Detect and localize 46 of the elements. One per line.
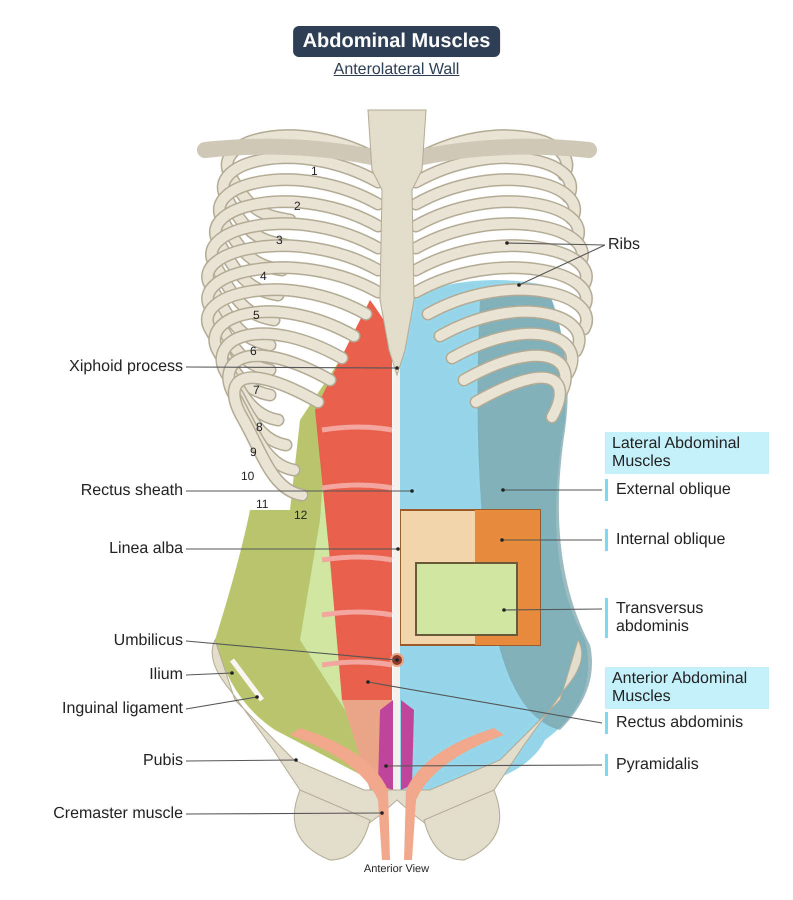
leader-line [366,680,602,724]
rib-number: 8 [256,420,263,434]
leader-line [186,758,298,762]
leader-line [505,241,606,246]
leader-line [186,640,399,662]
leader-line [186,671,234,676]
anatomy-label: Transversus abdominis [605,598,766,638]
leader-line [384,764,602,768]
rib-number: 7 [253,383,260,397]
anatomy-label: Ilium [149,666,183,684]
group-heading: Lateral Abdominal Muscles [605,432,769,474]
anatomy-label: Cremaster muscle [53,805,183,823]
rib-number: 12 [294,508,308,522]
anatomy-label: Linea alba [109,540,183,558]
leader-line [501,488,602,492]
rib-number: 5 [253,308,260,322]
anatomy-label: Internal oblique [605,529,766,551]
anatomy-label: Umbilicus [114,632,183,650]
anatomy-label: Pubis [142,752,183,770]
leader-line [186,547,400,551]
rib-number: 4 [260,269,267,283]
leader-line [517,244,606,287]
rib-number: 9 [250,445,257,459]
leader-line [502,608,602,612]
leader-line [186,489,414,493]
rib-number: 11 [256,497,268,511]
anatomy-label: Rectus sheath [80,482,183,500]
anatomy-label: External oblique [605,479,766,501]
leader-line [500,538,602,542]
anatomy-label: Xiphoid process [69,358,183,376]
caption: Anterior View [364,863,430,875]
anatomy-label: Rectus abdominis [605,712,766,734]
leader-line [186,366,399,370]
rib-number: 6 [250,344,257,358]
rib-number: 1 [311,164,318,178]
anatomy-label: Ribs [608,234,640,256]
group-heading: Anterior Abdominal Muscles [605,667,769,709]
rib-number: 3 [276,233,283,247]
anatomy-label: Inguinal ligament [62,700,183,718]
leader-line [186,811,384,815]
anatomy-label: Pyramidalis [605,754,766,776]
subtitle: Anterolateral Wall [334,61,460,79]
title-banner: Abdominal Muscles [292,26,500,57]
rib-number: 10 [241,469,254,483]
rib-number: 2 [294,199,301,213]
leader-line [186,695,259,710]
